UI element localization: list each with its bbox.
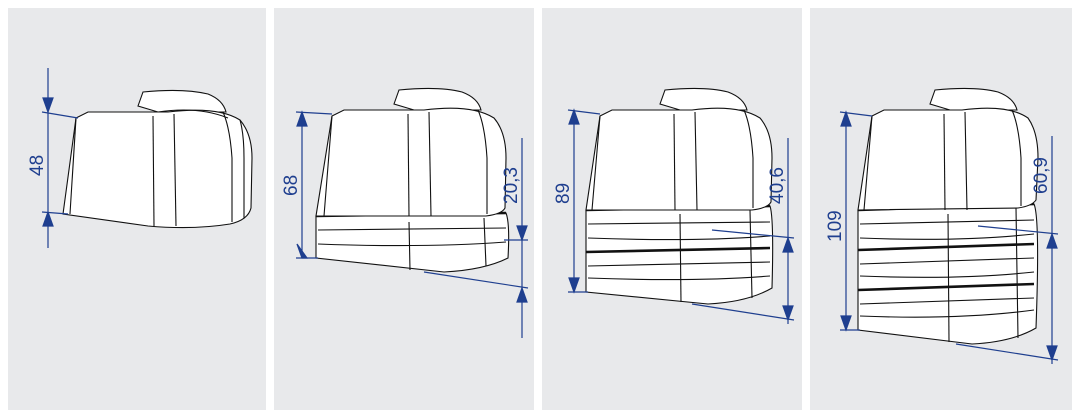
height-dimension <box>41 68 79 248</box>
height-label: 68 <box>281 175 302 196</box>
ring-height-label: 60,9 <box>1031 157 1052 194</box>
variant-panel-109: 109 60,9 <box>810 8 1072 410</box>
cap-drawing-48: 48 <box>27 68 253 248</box>
ring-dimension <box>691 138 795 324</box>
cap-drawing-89: 89 40,6 <box>553 87 795 324</box>
variant-panel-89: 89 40,6 <box>542 8 802 410</box>
height-dimension <box>295 110 333 259</box>
height-label: 109 <box>825 210 846 242</box>
ring-dimension <box>955 136 1059 364</box>
ring-height-label: 20,3 <box>501 167 522 204</box>
cap-drawing-68: 68 20,3 <box>281 87 529 338</box>
cap-drawing-109: 109 60,9 <box>825 87 1059 364</box>
height-label: 48 <box>27 155 48 176</box>
ring-height-label: 40,6 <box>767 167 788 204</box>
height-dimension <box>567 108 601 294</box>
height-dimension <box>839 110 873 332</box>
variant-panel-48: 48 <box>8 8 266 410</box>
height-label: 89 <box>553 183 574 204</box>
ring-dimension <box>423 138 529 338</box>
variant-panel-68: 68 20,3 <box>274 8 534 410</box>
